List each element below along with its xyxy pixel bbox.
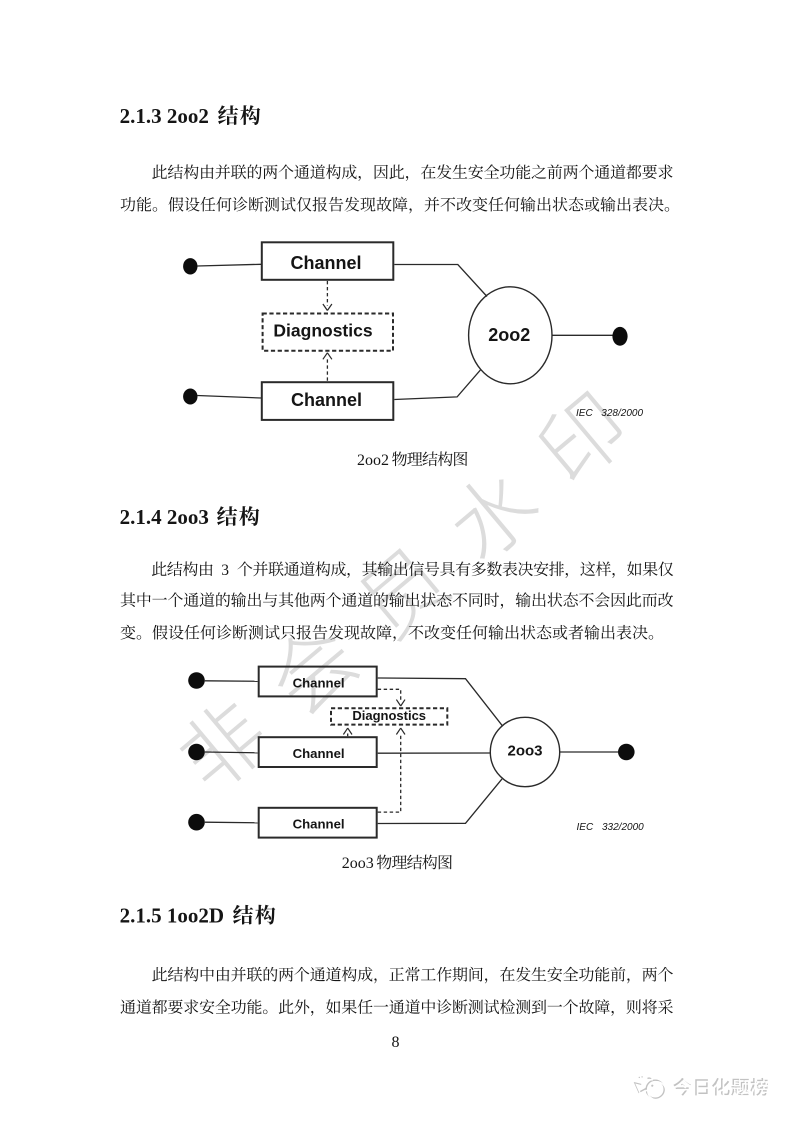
- svg-text:2oo2: 2oo2: [488, 325, 530, 345]
- svg-text:Diagnostics: Diagnostics: [352, 708, 426, 723]
- svg-text:332/2000: 332/2000: [602, 822, 644, 833]
- svg-text:2oo3: 2oo3: [342, 855, 374, 872]
- svg-text:Diagnostics: Diagnostics: [273, 321, 372, 341]
- svg-text:2.1.5 1oo2D: 2.1.5 1oo2D: [120, 904, 224, 928]
- svg-text:2oo3: 2oo3: [507, 742, 542, 759]
- svg-text:8: 8: [392, 1034, 400, 1051]
- svg-text:2oo2: 2oo2: [357, 452, 389, 469]
- svg-text:Channel: Channel: [291, 390, 362, 410]
- svg-text:2.1.3 2oo2: 2.1.3 2oo2: [120, 104, 209, 128]
- svg-text:Channel: Channel: [293, 746, 345, 761]
- svg-text:Channel: Channel: [290, 253, 361, 273]
- svg-text:328/2000: 328/2000: [601, 408, 643, 419]
- svg-text:IEC: IEC: [577, 822, 594, 833]
- svg-text:2.1.4 2oo3: 2.1.4 2oo3: [120, 505, 209, 529]
- svg-text:3: 3: [221, 562, 229, 579]
- svg-text:Channel: Channel: [293, 676, 345, 691]
- svg-text:IEC: IEC: [576, 408, 593, 419]
- svg-text:Channel: Channel: [293, 817, 345, 832]
